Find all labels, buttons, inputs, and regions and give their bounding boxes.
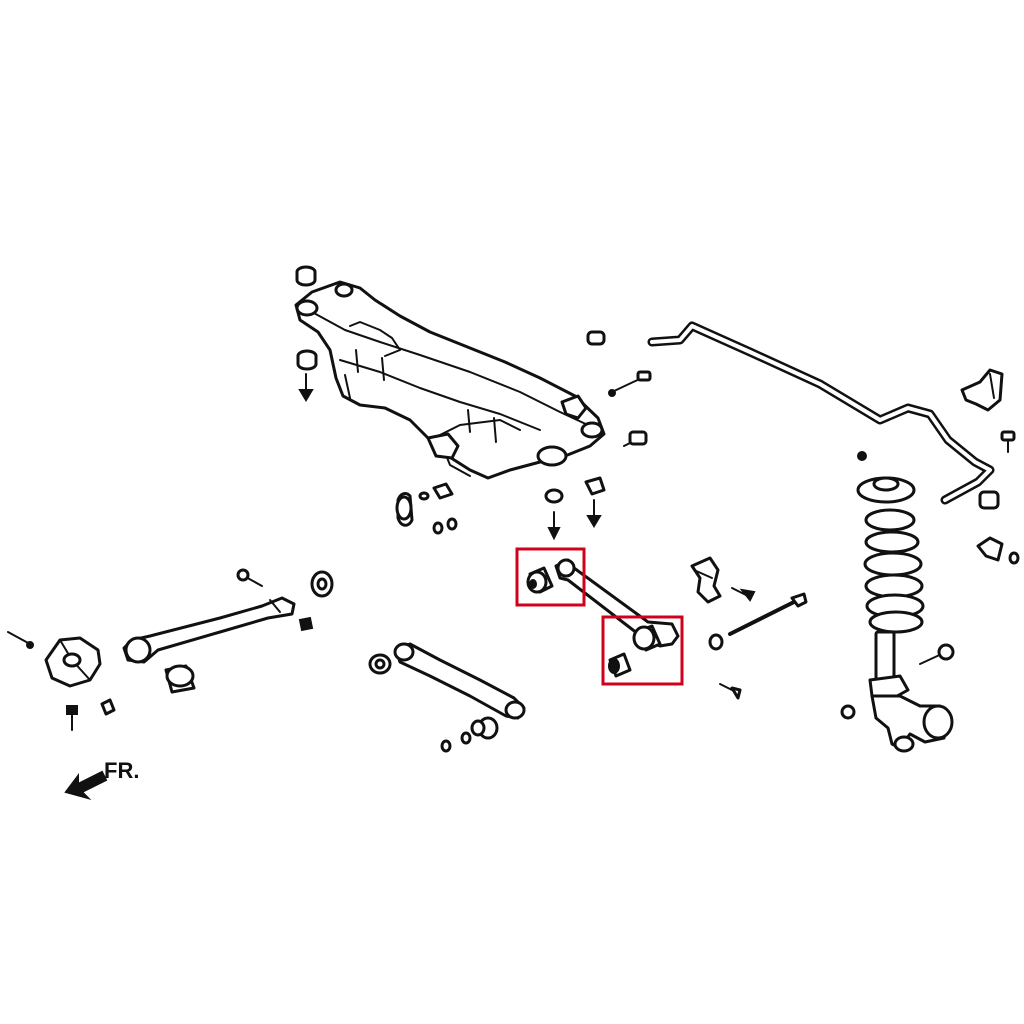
- coil-spring: [863, 508, 925, 634]
- trailing-arm-bracket-nut: [100, 698, 116, 716]
- front-direction-indicator: FR.: [64, 758, 139, 800]
- knuckle-bolt: [919, 643, 955, 665]
- lower-control-arm-bushing-right: [440, 716, 499, 753]
- trailing-arm-bracket-bolt-bottom: [66, 705, 78, 731]
- lateral-link: [554, 558, 680, 648]
- crossmember-lower-bushing-right: [584, 476, 606, 528]
- stabilizer-bar-bushing: [978, 490, 1000, 510]
- highlight-box-inner-bushing: [515, 547, 586, 607]
- stabilizer-bar: [647, 321, 995, 505]
- stabilizer-link-bolt: [1000, 430, 1016, 453]
- tension-rod: [728, 592, 808, 636]
- knuckle-nut: [840, 704, 856, 720]
- crossmember-mount-bolt-left: [298, 373, 314, 402]
- lateral-link-inner-bushing: [526, 566, 554, 594]
- trailing-arm-body-bracket: [44, 636, 102, 688]
- trailing-arm-bolt: [236, 568, 263, 587]
- trailing-arm-bushing-top: [310, 570, 334, 598]
- lower-control-arm: [393, 642, 526, 720]
- front-direction-label: FR.: [104, 758, 139, 783]
- crossmember-lower-bushing-center: [544, 488, 564, 541]
- rear-crossmember: [294, 280, 606, 480]
- strut-shock-absorber: [868, 630, 910, 702]
- trailing-arm-bushing-large: [164, 664, 196, 694]
- trailing-arm: [122, 596, 296, 664]
- tension-rod-bracket: [690, 556, 722, 604]
- stabilizer-link-bracket-top: [960, 368, 1004, 412]
- strut-top-mount: [856, 476, 916, 504]
- tension-rod-bushing: [708, 633, 724, 651]
- stabilizer-link-bracket-bottom: [976, 536, 1020, 565]
- crossmember-bushing-right-top: [586, 330, 606, 346]
- rear-knuckle-hub: [870, 694, 954, 753]
- lower-control-arm-bushing-left: [368, 653, 392, 675]
- crossmember-mount-bushing-top: [295, 265, 317, 287]
- crossmember-mount-bushing-left: [296, 349, 318, 371]
- highlight-box-outer-bushing: [601, 615, 684, 686]
- trailing-arm-nut: [298, 616, 314, 632]
- tension-rod-bolt: [731, 587, 756, 602]
- lateral-link-outer-bushing: [608, 624, 662, 678]
- trailing-arm-bracket-bolt-left: [7, 631, 34, 649]
- tension-rod-nut: [719, 683, 742, 700]
- crossmember-bolt-right-1: [608, 370, 652, 397]
- crossmember-bolt-right-2: [623, 430, 648, 447]
- front-direction-arrow: [64, 770, 108, 800]
- crossmember-lower-bushing-left: [395, 482, 458, 535]
- stabilizer-bar-end-nut: [857, 451, 867, 461]
